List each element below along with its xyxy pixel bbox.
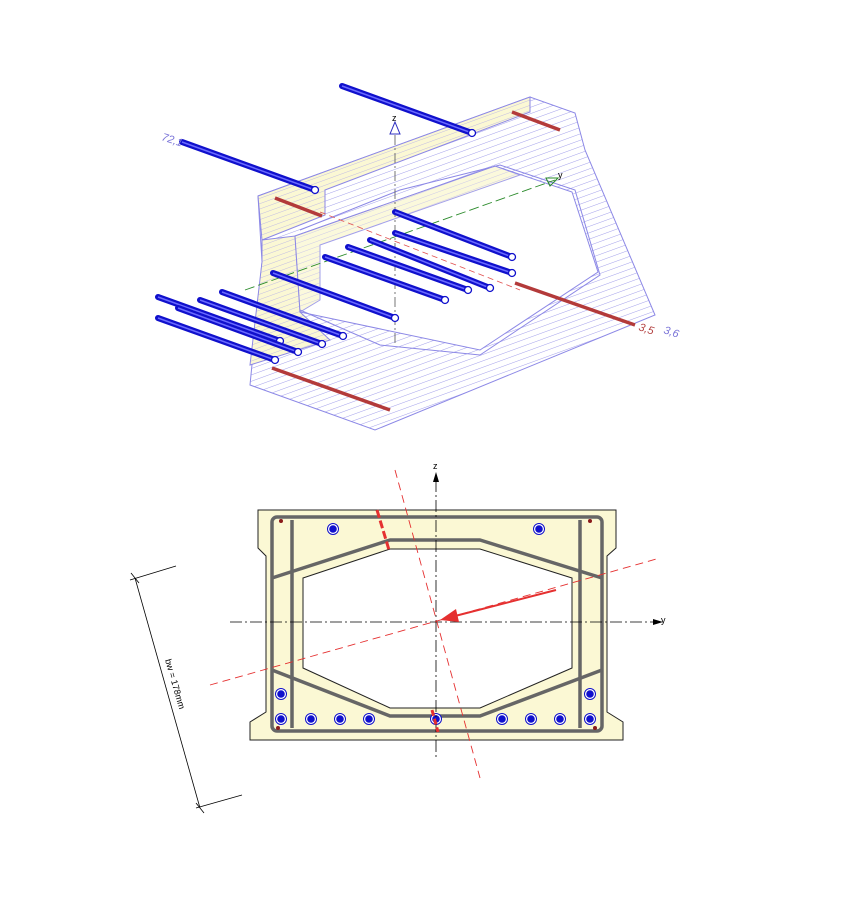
moment-vector: [454, 589, 557, 617]
red-bar: [274, 196, 323, 218]
tendon: [367, 237, 495, 293]
tendon: [179, 139, 320, 195]
rebar: [275, 688, 287, 700]
corner-bars: [276, 519, 597, 730]
corner-bar: [279, 519, 283, 523]
tendons: [155, 83, 517, 365]
tendon: [392, 209, 517, 262]
rebars: [275, 523, 596, 725]
3d-view: z y 72,1 3,5 3,6: [155, 83, 681, 431]
cross-section: y z bw = 178mm: [129, 461, 666, 814]
inner-void-outline: [299, 164, 601, 356]
tendon: [270, 270, 400, 323]
corner-bar: [593, 726, 597, 730]
rebar: [525, 713, 537, 725]
tendon: [339, 83, 477, 138]
rebar: [275, 713, 287, 725]
bw-dimension-label: bw = 178mm: [163, 658, 187, 711]
axis-z-label: z: [433, 461, 438, 471]
tendon: [322, 254, 450, 305]
axis-z-3d-label: z: [392, 113, 397, 123]
compression-marker-top: [375, 509, 391, 551]
section-concrete: [249, 509, 624, 741]
tendon: [155, 315, 280, 365]
axis-y-label: y: [661, 615, 666, 625]
red-bar: [514, 281, 636, 327]
load-plane: [394, 469, 481, 779]
y-axis-arrow-icon: [545, 177, 560, 187]
tendon: [219, 289, 348, 341]
z-axis-arrow-icon: [433, 472, 439, 482]
axis-y-3d-label: y: [558, 170, 563, 180]
tendon: [197, 297, 327, 349]
rebar: [533, 523, 545, 535]
rebar: [496, 713, 508, 725]
force-label-3-5: 3,5: [637, 321, 656, 337]
moment-arrow-icon: [440, 609, 459, 622]
compression-marker-bottom: [430, 709, 440, 733]
red-bar: [271, 366, 391, 412]
rebar: [305, 713, 317, 725]
corner-bar: [276, 726, 280, 730]
y-axis-3d: [244, 179, 556, 291]
rebar: [554, 713, 566, 725]
rebar: [584, 713, 596, 725]
force-label-3-6: 3,6: [662, 324, 681, 340]
rebar: [334, 713, 346, 725]
rebar: [363, 713, 375, 725]
neutral-axis-3d: [319, 211, 521, 291]
bw-dimension: [129, 565, 243, 814]
rebar: [584, 688, 596, 700]
red-bar: [511, 110, 561, 132]
corner-bar: [588, 519, 592, 523]
rebar: [327, 523, 339, 535]
force-label-72-1: 72,1: [160, 131, 184, 149]
tendon: [392, 230, 517, 278]
tendon: [175, 305, 303, 357]
z-axis-arrow-icon: [389, 120, 401, 135]
red-bars: [271, 110, 636, 412]
y-axis-arrow-icon: [653, 619, 663, 625]
tendon: [345, 244, 473, 295]
